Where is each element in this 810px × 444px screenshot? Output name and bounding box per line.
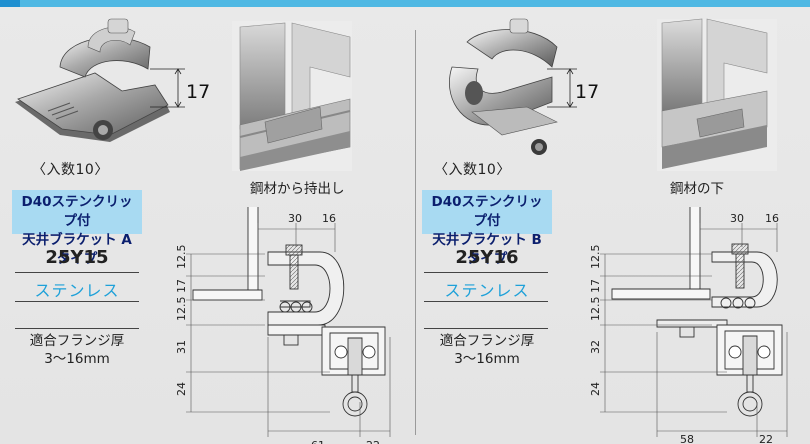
product-name-line1-a: D40ステンクリップ付 (21, 194, 133, 229)
flange-spec-a: 適合フランジ厚 3〜16mm (12, 332, 142, 368)
product-name-box-a: D40ステンクリップ付 天井ブラケット Aタイプ (12, 190, 142, 267)
rule-3-b (424, 328, 548, 329)
dim-v4-b: 32 (589, 340, 602, 354)
install-photo-a (232, 21, 352, 171)
dim-v5-b: 24 (589, 382, 602, 396)
rule-1-a (15, 272, 139, 273)
product-panel-a: 17 (0, 7, 405, 444)
header-accent-bar (0, 0, 810, 7)
rule-2-b (424, 301, 548, 302)
product-drawings-b: 17 (449, 18, 788, 444)
rule-3-a (15, 328, 139, 329)
dim-top-b-b: 16 (765, 212, 779, 225)
dim-v5-a: 24 (175, 382, 188, 396)
flange-label-b: 適合フランジ厚 (439, 333, 535, 349)
dim-v4-a: 31 (175, 340, 188, 354)
flange-range-b: 3〜16mm (454, 351, 520, 367)
mount-label-b: 鋼材の下 (670, 181, 724, 197)
install-photo-b (657, 18, 777, 171)
mount-label-a: 鋼材から持出し (250, 181, 345, 197)
dim-v3-a: 12.5 (175, 297, 188, 322)
dim-v3-b: 12.5 (589, 297, 602, 322)
product-panel-b: 17 (412, 7, 810, 444)
quantity-label-a: 〈入数10〉 (32, 162, 109, 178)
dim-bottom-b-b: 22 (759, 433, 773, 444)
dim-top-a-a: 30 (288, 212, 302, 225)
header-accent-tab (0, 0, 20, 7)
technical-drawing-b (600, 207, 788, 437)
product-drawings-a: 17 (15, 18, 391, 444)
clip-height-label-a: 17 (186, 81, 210, 103)
clip-height-dimension-a (150, 68, 185, 108)
rule-1-b (424, 272, 548, 273)
dimension-labels-a: 30 16 61 22 12.5 17 12.5 31 24 (175, 212, 380, 444)
dimension-labels-b: 30 16 58 22 12.5 17 12.5 32 24 (589, 212, 779, 444)
panel-divider (415, 30, 416, 435)
dim-v1-a: 12.5 (175, 245, 188, 270)
flange-spec-b: 適合フランジ厚 3〜16mm (422, 332, 552, 368)
product-name-line1-b: D40ステンクリップ付 (431, 194, 543, 229)
clip-height-dimension-b (547, 68, 577, 108)
technical-drawing-a (186, 207, 391, 437)
rule-2-a (15, 301, 139, 302)
product-name-line2-a: 天井ブラケット Aタイプ (22, 232, 132, 267)
dim-bottom-a-b: 58 (680, 433, 694, 444)
flange-range-a: 3〜16mm (44, 351, 110, 367)
product-code-b: 25Y16 (455, 247, 519, 268)
material-label-b: ステンレス (444, 281, 530, 300)
dim-bottom-b-a: 22 (366, 439, 380, 444)
dim-top-b-a: 16 (322, 212, 336, 225)
product-code-a: 25Y15 (45, 247, 109, 268)
dim-v1-b: 12.5 (589, 245, 602, 270)
clip-height-label-b: 17 (575, 81, 599, 103)
flange-label-a: 適合フランジ厚 (29, 333, 125, 349)
dim-v2-b: 17 (589, 279, 602, 293)
dim-v2-a: 17 (175, 279, 188, 293)
dim-top-a-b: 30 (730, 212, 744, 225)
clip-photo-b (449, 18, 558, 155)
product-name-box-b: D40ステンクリップ付 天井ブラケット Bタイプ (422, 190, 552, 267)
quantity-label-b: 〈入数10〉 (434, 162, 511, 178)
clip-photo-a (15, 18, 170, 142)
dim-bottom-a-a: 61 (311, 439, 325, 444)
material-label-a: ステンレス (34, 281, 120, 300)
product-name-line2-b: 天井ブラケット Bタイプ (432, 232, 542, 267)
